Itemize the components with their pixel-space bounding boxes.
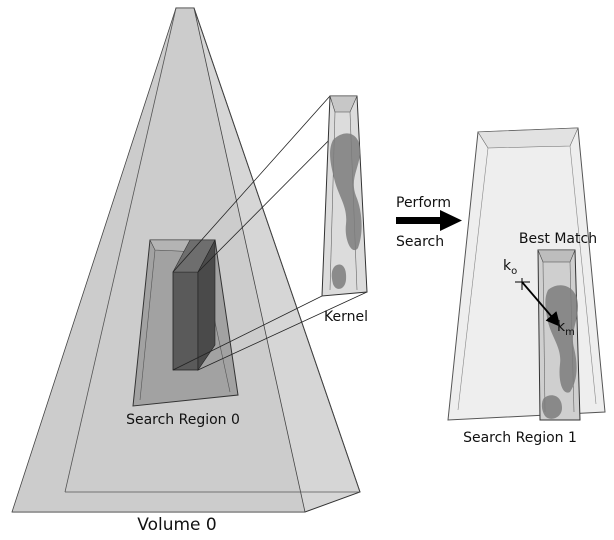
perform-label: Perform [396,195,451,211]
kernel-label: Kernel [324,309,368,325]
best-match-kernel [537,249,581,421]
k-m-label: km [557,319,575,338]
kernel-in-region [172,239,216,371]
volume-0-label: Volume 0 [137,515,216,535]
best-match-label: Best Match [519,231,597,247]
perform-search-arrow [396,210,462,231]
k-o-label: ko [503,258,517,277]
search-label: Search [396,234,444,250]
k-o-subscript: o [511,266,517,277]
offset-vector [515,278,561,327]
search-region-0-label: Search Region 0 [126,412,240,428]
search-region-1-box [447,127,606,421]
kernel-magnified [321,95,368,297]
k-m-subscript: m [565,327,575,338]
search-region-1-label: Search Region 1 [463,430,577,446]
